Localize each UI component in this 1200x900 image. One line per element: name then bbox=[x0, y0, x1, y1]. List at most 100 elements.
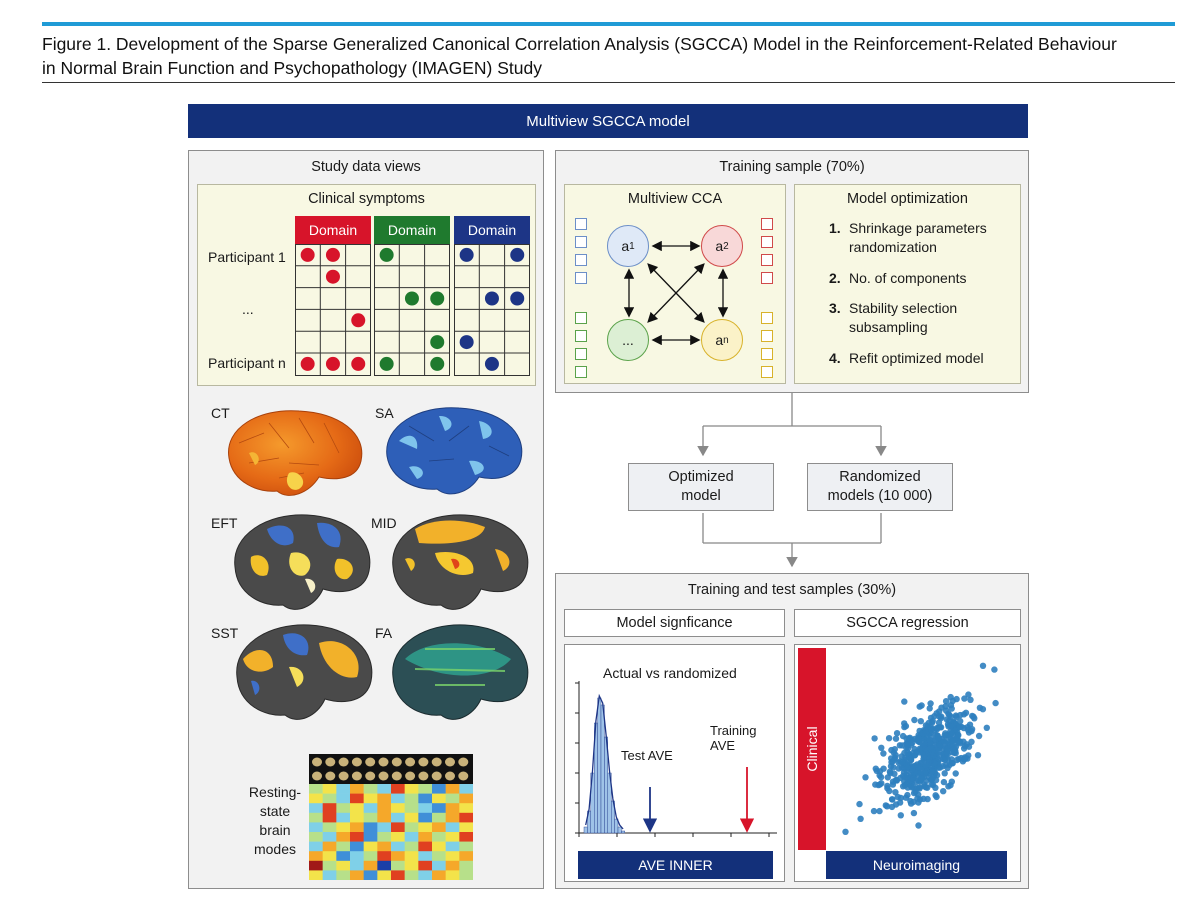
symptom-dot bbox=[379, 356, 394, 371]
scatter-point bbox=[892, 735, 900, 742]
test-ave-label: Test AVE bbox=[621, 748, 673, 763]
mini-brain bbox=[445, 757, 455, 767]
scatter-point bbox=[872, 765, 879, 772]
resting-mini-brains bbox=[312, 757, 469, 781]
matrix-cell bbox=[432, 803, 446, 814]
matrix-cell bbox=[404, 832, 419, 842]
scatter-point bbox=[928, 768, 936, 775]
hist-y-ticks bbox=[575, 682, 579, 834]
matrix-cell bbox=[391, 870, 405, 880]
scatter-point bbox=[940, 788, 947, 795]
matrix-cell bbox=[459, 832, 473, 842]
symptom-dot bbox=[351, 313, 366, 328]
matrix-cell bbox=[363, 841, 378, 852]
scatter-point bbox=[915, 822, 922, 829]
matrix-cell bbox=[322, 812, 337, 823]
scatter-point bbox=[935, 734, 942, 742]
node-an-letter: a bbox=[715, 332, 724, 348]
matrix-cell bbox=[309, 860, 323, 871]
mini-brain bbox=[338, 757, 349, 767]
scatter-point bbox=[902, 722, 910, 730]
brain-image-sa bbox=[386, 407, 523, 495]
matrix-cell bbox=[377, 793, 392, 804]
mini-brain bbox=[391, 771, 402, 781]
node-dots: ... bbox=[607, 319, 649, 361]
mini-brain bbox=[365, 757, 376, 767]
brain-label-mid: MID bbox=[371, 515, 397, 531]
significance-plot-box: Actual vs randomized Test AVE Training A… bbox=[564, 644, 785, 882]
matrix-cell bbox=[459, 851, 473, 862]
resting-state-label: Resting- state brain modes bbox=[229, 783, 321, 859]
scatter-point bbox=[923, 730, 930, 737]
symptom-dot bbox=[484, 356, 499, 371]
node-a2-letter: a bbox=[715, 238, 724, 254]
matrix-cell bbox=[350, 812, 364, 823]
mini-brain bbox=[418, 757, 429, 767]
scatter-point bbox=[962, 709, 970, 716]
scatter-point bbox=[967, 696, 974, 703]
matrix-cell bbox=[336, 851, 351, 862]
matrix-cell bbox=[445, 860, 460, 871]
scatter-point bbox=[927, 700, 934, 707]
regression-plot-box: Clinical Neuroimaging bbox=[794, 644, 1021, 882]
caption-top-rule bbox=[42, 22, 1175, 26]
matrix-cell bbox=[309, 870, 323, 880]
scatter-point bbox=[953, 713, 960, 721]
scatter-point bbox=[968, 738, 975, 745]
scatter-point bbox=[917, 718, 924, 725]
scatter-point bbox=[909, 739, 916, 746]
scatter-point bbox=[936, 708, 943, 715]
matrix-cell bbox=[336, 793, 351, 804]
cca-arrows bbox=[623, 240, 729, 346]
matrix-cell bbox=[322, 851, 337, 862]
matrix-cell bbox=[445, 832, 460, 842]
matrix-cell bbox=[432, 812, 446, 823]
matrix-cell bbox=[336, 832, 351, 842]
scatter-point bbox=[926, 736, 933, 743]
matrix-cell bbox=[404, 812, 419, 823]
randomized-models-box: Randomized models (10 000) bbox=[807, 463, 953, 511]
matrix-cell bbox=[309, 822, 323, 833]
opt-item-4-num: 4. bbox=[829, 350, 841, 366]
matrix-cell bbox=[445, 793, 460, 804]
symptom-dot bbox=[300, 356, 315, 371]
matrix-cell bbox=[336, 803, 351, 814]
domain-header-red: Domain bbox=[295, 216, 371, 244]
scatter-point bbox=[904, 784, 911, 791]
brain-label-sa: SA bbox=[375, 405, 394, 421]
matrix-cell bbox=[404, 870, 419, 880]
view-square bbox=[575, 236, 587, 248]
mini-brain bbox=[458, 771, 469, 781]
matrix-cell bbox=[350, 841, 364, 852]
symptom-dot bbox=[459, 335, 474, 350]
matrix-cell bbox=[336, 841, 351, 852]
sig-subtitle: Actual vs randomized bbox=[603, 665, 737, 681]
scatter-point bbox=[948, 759, 956, 767]
clinical-bar: Clinical bbox=[798, 648, 826, 850]
matrix-cell bbox=[363, 803, 378, 814]
scatter-point bbox=[880, 750, 887, 757]
mini-brain bbox=[391, 757, 402, 767]
scatter-point bbox=[919, 743, 926, 751]
matrix-cell bbox=[309, 793, 323, 804]
scatter-point bbox=[932, 784, 939, 791]
matrix-cell bbox=[363, 793, 378, 804]
matrix-cell bbox=[418, 851, 433, 862]
matrix-cell bbox=[363, 832, 378, 842]
scatter-point bbox=[862, 774, 869, 781]
matrix-cell bbox=[404, 803, 419, 814]
brain-label-ct: CT bbox=[211, 405, 230, 421]
matrix-cell bbox=[309, 841, 323, 852]
brain-label-eft: EFT bbox=[211, 515, 238, 531]
scatter-point bbox=[880, 765, 887, 772]
matrix-cell bbox=[445, 812, 460, 823]
scatter-point bbox=[900, 769, 908, 776]
brain-image-mid bbox=[392, 514, 529, 610]
matrix-cell bbox=[418, 812, 433, 823]
matrix-cell bbox=[350, 832, 364, 842]
node-an-sub: n bbox=[723, 334, 729, 346]
matrix-cell bbox=[459, 870, 473, 880]
scatter-point bbox=[933, 793, 940, 801]
matrix-cell bbox=[336, 812, 351, 823]
